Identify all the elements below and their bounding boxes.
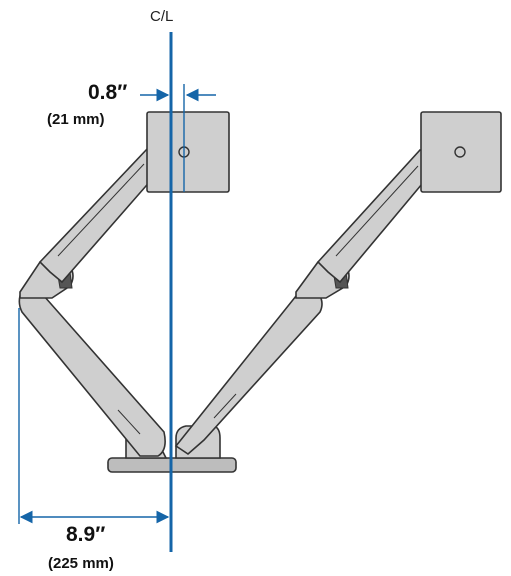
right-arm-assembly	[174, 111, 502, 459]
offset-inch-label: 0.8″	[88, 81, 128, 104]
right-monitor-pivot	[454, 146, 466, 158]
right-monitor-plate	[420, 111, 502, 193]
left-monitor-plate	[146, 111, 230, 193]
centerline-label: C/L	[150, 8, 174, 25]
right-lower-arm	[174, 295, 323, 456]
reach-dimension	[18, 308, 170, 524]
offset-dimension	[140, 84, 216, 192]
left-upper-arm	[38, 146, 161, 284]
left-lower-arm	[18, 295, 166, 457]
left-arm-assembly	[18, 111, 237, 473]
reach-mm-label: (225 mm)	[48, 555, 114, 572]
reach-inch-label: 8.9″	[66, 523, 106, 546]
offset-mm-label: (21 mm)	[47, 111, 105, 128]
